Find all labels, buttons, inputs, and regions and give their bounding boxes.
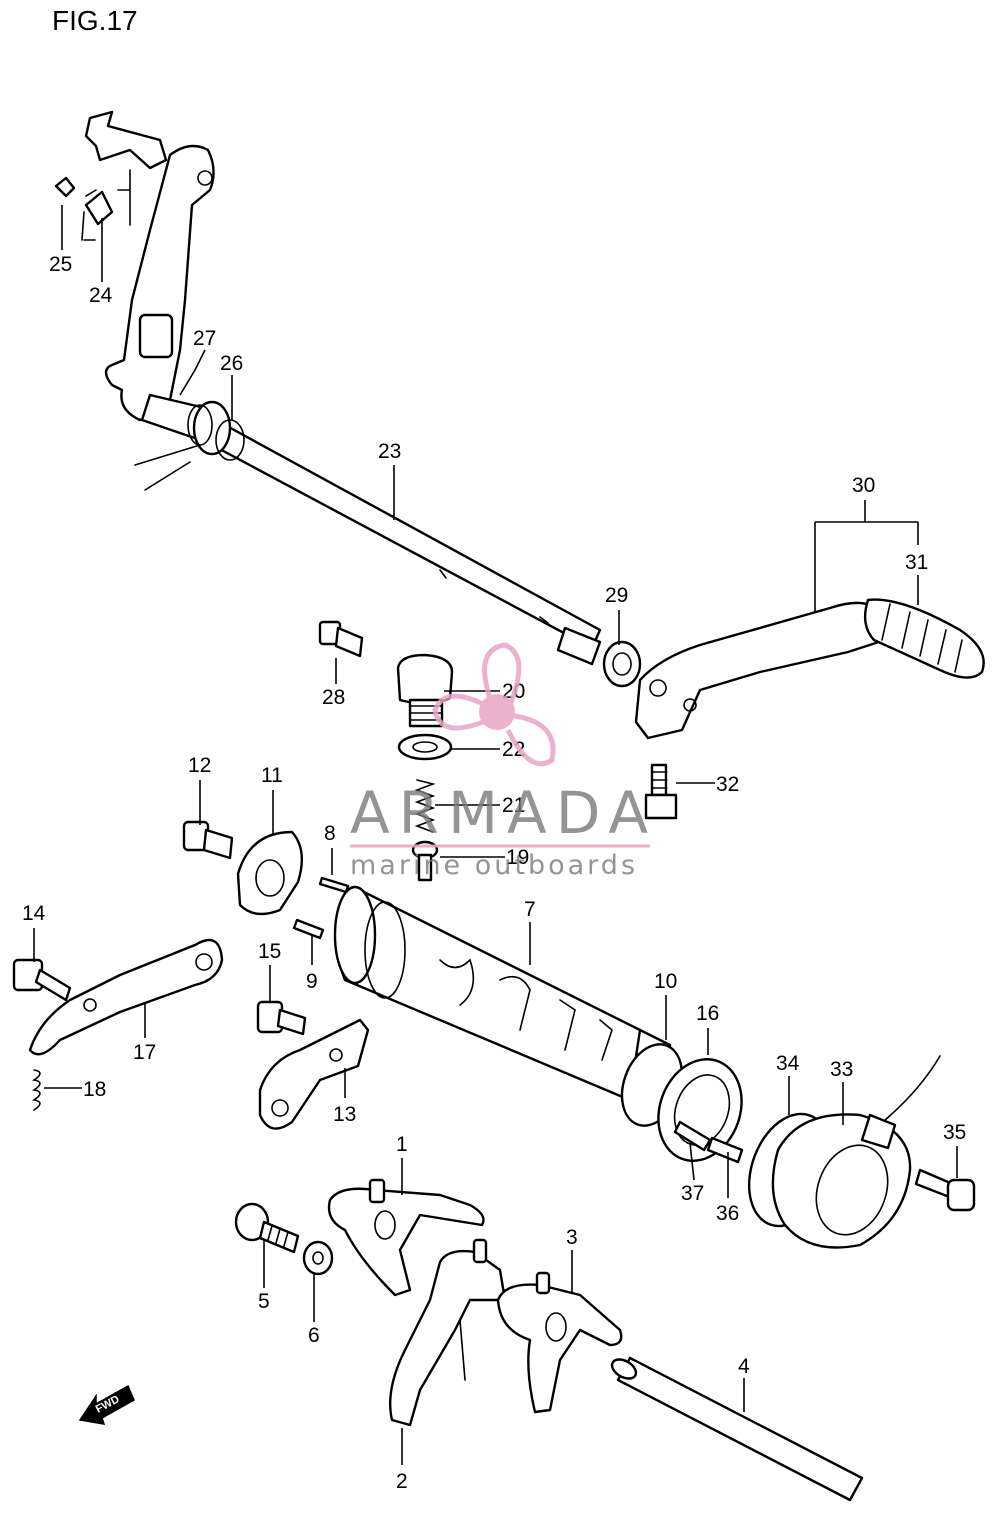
callout-18: 18 (83, 1078, 106, 1101)
neutral-switch-parts (673, 1120, 744, 1164)
callout-5: 5 (258, 1290, 270, 1313)
callout-13: 13 (333, 1103, 356, 1126)
callout-28: 28 (322, 686, 345, 709)
pin-8 (318, 876, 350, 894)
callout-35: 35 (943, 1121, 966, 1144)
bolt-35 (914, 1168, 976, 1212)
callout-21: 21 (502, 794, 525, 817)
cam-stopper-lever (28, 938, 224, 1056)
callout-3: 3 (566, 1226, 578, 1249)
watermark-tagline: marine outboards (350, 850, 638, 881)
callout-23: 23 (378, 440, 401, 463)
cam-stopper-plate (182, 820, 304, 916)
bolt-14 (12, 958, 72, 1002)
callout-29: 29 (605, 584, 628, 607)
gear-shift-lever (634, 598, 985, 740)
gear-position-switch (771, 1055, 941, 1249)
fwd-direction-arrow: FWD (78, 1384, 135, 1425)
callout-6: 6 (308, 1324, 320, 1347)
fork-shaft (610, 1356, 864, 1502)
shift-lever-upper (54, 110, 215, 422)
figure-title: FIG.17 (52, 5, 138, 36)
callout-10: 10 (654, 970, 677, 993)
callout-17: 17 (133, 1041, 156, 1064)
callout-14: 14 (22, 902, 46, 925)
callout-9: 9 (306, 970, 318, 993)
bolt-28 (318, 620, 364, 658)
shift-fork-2 (389, 1238, 507, 1427)
callout-27: 27 (193, 327, 216, 350)
callout-25: 25 (49, 253, 72, 276)
pin-9 (292, 918, 325, 940)
leader-lines (33, 205, 958, 1465)
callout-2: 2 (396, 1470, 408, 1493)
callout-7: 7 (524, 898, 536, 921)
callout-24: 24 (89, 284, 113, 307)
watermark: ARMADA marine outboards (350, 642, 657, 881)
callout-33: 33 (830, 1058, 853, 1081)
callout-11: 11 (261, 764, 283, 787)
shift-cam-drum (333, 885, 672, 1100)
callout-30: 30 (852, 474, 875, 497)
shift-fork-3 (496, 1271, 623, 1414)
callout-4: 4 (738, 1355, 750, 1378)
callout-31: 31 (905, 551, 928, 574)
callout-37: 37 (681, 1182, 704, 1205)
callout-32: 32 (716, 773, 739, 796)
callout-8: 8 (324, 822, 336, 845)
bolt-32 (644, 763, 678, 820)
callout-numbers: 1 2 3 4 5 6 7 8 9 10 11 12 13 14 15 16 1… (22, 253, 966, 1493)
washer-6 (302, 1240, 334, 1276)
callout-19: 19 (506, 846, 529, 869)
bolt-15 (256, 1000, 307, 1036)
callout-1: 1 (396, 1133, 408, 1156)
callout-26: 26 (220, 352, 243, 375)
shift-fork-1 (327, 1178, 485, 1297)
callout-16: 16 (696, 1002, 719, 1025)
shift-shaft (134, 393, 642, 688)
spring-18 (31, 1069, 41, 1111)
propeller-logo-icon (432, 642, 556, 767)
callout-22: 22 (502, 738, 525, 761)
cam-guide-13 (258, 1018, 370, 1130)
bolt-5 (234, 1202, 300, 1254)
callout-15: 15 (258, 940, 281, 963)
watermark-brand: ARMADA (350, 779, 657, 847)
callout-12: 12 (188, 754, 211, 777)
callout-34: 34 (776, 1052, 800, 1075)
callout-36: 36 (716, 1202, 739, 1225)
